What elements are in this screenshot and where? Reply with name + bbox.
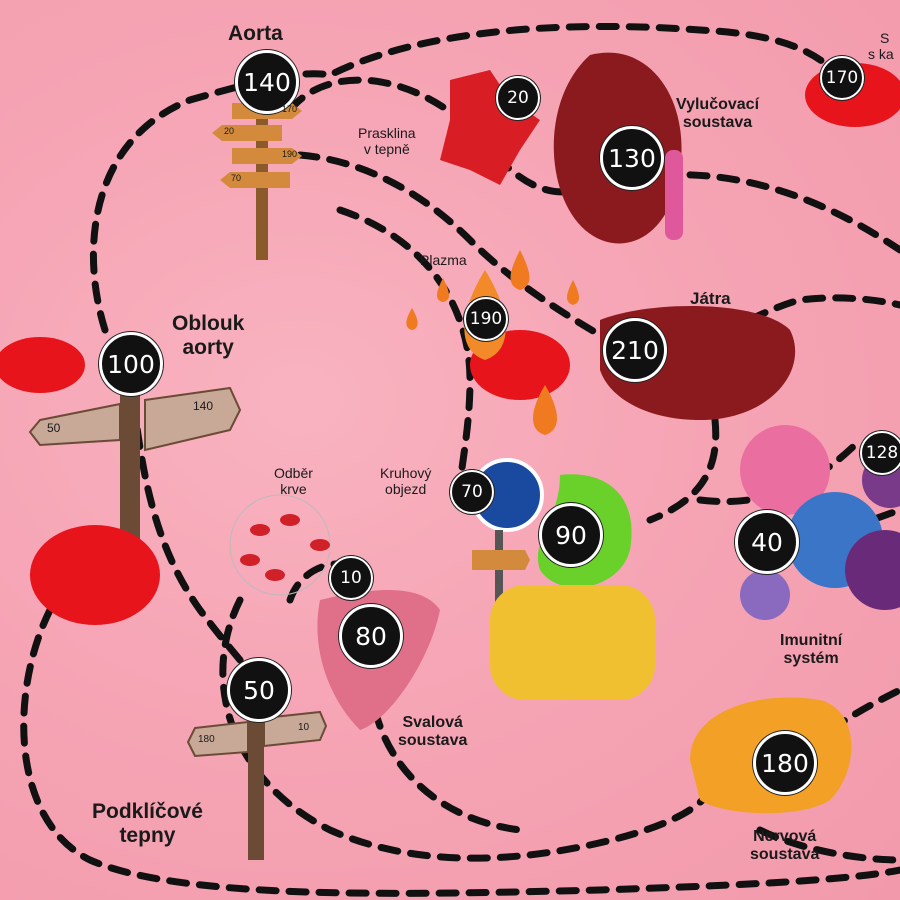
label-oblouk-line1: Oblouk: [172, 312, 245, 335]
immune-cell-pink: [740, 425, 830, 515]
station-jatra[interactable]: 210: [603, 318, 667, 382]
signpost-podkliciove-10: 10: [298, 722, 310, 733]
signpost-oblouk: [28, 380, 242, 540]
route-outer-loop: [89, 22, 844, 334]
station-prasklina[interactable]: 20: [496, 76, 540, 120]
signpost-aorta-20: 20: [224, 126, 235, 136]
signpost-aorta: [212, 95, 302, 260]
label-odber-line1: Odběr: [274, 465, 313, 481]
station-podkliciove[interactable]: 50: [227, 658, 291, 722]
label-prasklina: Prasklina v tepně: [358, 125, 416, 157]
route-kidney-right: [656, 171, 900, 254]
label-podkliciove-line2: tepny: [119, 824, 176, 848]
label-nervova-line1: Nervová: [753, 828, 817, 845]
label-imunitni: Imunitní systém: [780, 632, 842, 669]
label-kruhovy: Kruhový objezd: [380, 465, 431, 497]
label-plazma: Plazma: [420, 252, 467, 268]
label-svalova-line1: Svalová: [402, 714, 463, 731]
signpost-aorta-70: 70: [231, 173, 242, 183]
label-oblouk-line2: aorty: [182, 336, 234, 360]
label-kruhovy-line2: objezd: [385, 481, 427, 498]
signpost-podkliciove-180: 180: [198, 734, 215, 745]
signpost-oblouk-50: 50: [47, 421, 61, 435]
station-imunitni-edge[interactable]: 128: [860, 431, 900, 475]
station-kruhovy[interactable]: 70: [450, 470, 494, 514]
label-nervova: Nervová soustava: [750, 828, 819, 865]
label-kruhovy-line1: Kruhový: [380, 465, 432, 481]
label-svalova: Svalová soustava: [398, 714, 467, 751]
station-vylucovaci[interactable]: 130: [600, 126, 664, 190]
signpost-oblouk-140: 140: [193, 399, 214, 413]
station-top-right[interactable]: 170: [820, 56, 864, 100]
label-top-right-line1: S: [880, 30, 890, 46]
route-muscle-down: [371, 706, 524, 834]
route-liver-down: [646, 416, 720, 524]
immune-cell-violet: [740, 570, 790, 620]
label-svalova-line2: soustava: [398, 732, 468, 750]
label-podkliciove-line1: Podklíčové: [92, 800, 203, 823]
label-aorta: Aorta: [228, 22, 283, 45]
platelet: [440, 70, 540, 185]
label-top-right: S s ka: [868, 30, 894, 62]
label-imunitni-line2: systém: [783, 650, 839, 668]
route-brain-left: [756, 826, 900, 864]
label-oblouk: Oblouk aorty: [172, 312, 244, 360]
signpost-aorta-170: 170: [282, 104, 298, 114]
label-odber-line2: krve: [280, 481, 307, 498]
blood-cell-big: [30, 525, 160, 625]
station-odber[interactable]: 10: [329, 556, 373, 600]
route-plasma-loop: [336, 206, 474, 494]
station-plazma[interactable]: 190: [464, 297, 508, 341]
label-podkliciove: Podklíčové tepny: [92, 800, 203, 848]
label-top-right-line2: s ka: [868, 46, 894, 63]
label-odber: Odběr krve: [274, 465, 313, 497]
signpost-aorta-190: 190: [282, 149, 298, 159]
label-nervova-line2: soustava: [750, 846, 820, 864]
station-aorta[interactable]: 140: [235, 50, 299, 114]
label-prasklina-line2: v tepně: [363, 141, 410, 158]
station-oblouk[interactable]: 100: [99, 332, 163, 396]
label-imunitni-line1: Imunitní: [780, 632, 843, 649]
station-trava[interactable]: 90: [539, 503, 603, 567]
blood-cell-oblouk: [0, 337, 85, 393]
route-left-loop: [20, 606, 900, 897]
label-vylucovaci-line1: Vylučovací: [676, 96, 760, 113]
label-prasklina-line1: Prasklina: [358, 125, 416, 141]
station-svalova[interactable]: 80: [339, 604, 403, 668]
label-vylucovaci: Vylučovací soustava: [676, 96, 759, 133]
intestines: [490, 585, 655, 700]
route-aorta-inner: [296, 151, 604, 339]
station-imunitni[interactable]: 40: [735, 510, 799, 574]
route-subclavian-loop: [219, 596, 714, 862]
immune-cell-purple: [845, 530, 900, 610]
label-jatra: Játra: [690, 289, 731, 308]
signpost-podkliciove: [186, 690, 328, 860]
station-nervova[interactable]: 180: [753, 731, 817, 795]
label-vylucovaci-line2: soustava: [682, 114, 753, 132]
